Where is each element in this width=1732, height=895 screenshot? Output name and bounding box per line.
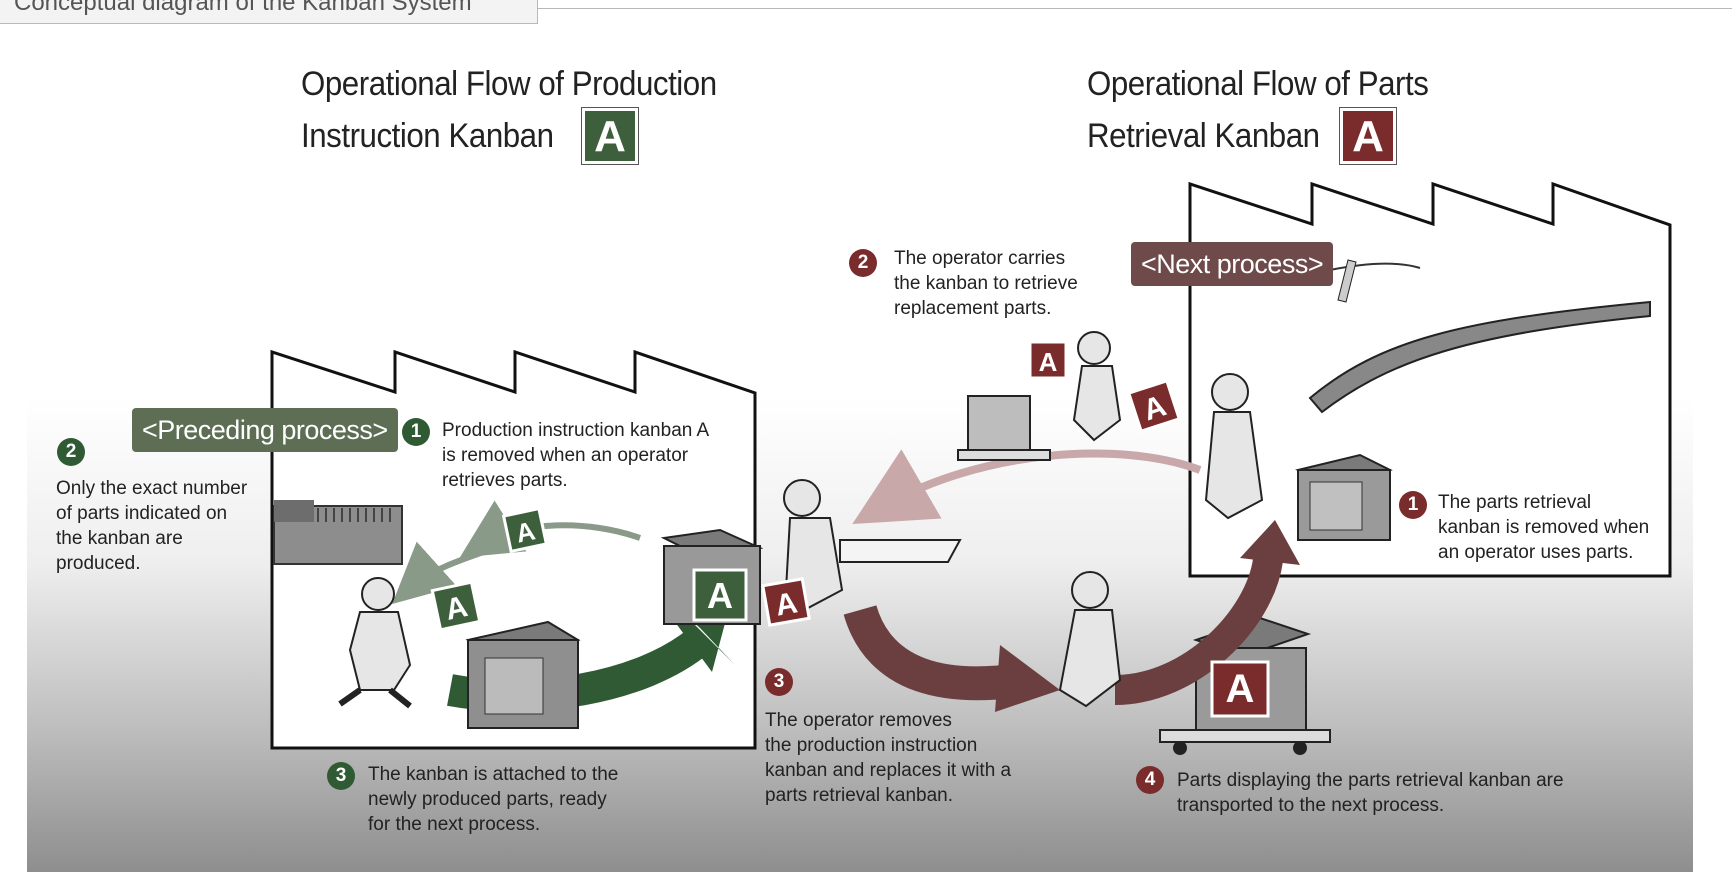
retrieval-kanban-badge: A [1340,108,1396,164]
retrieval-step-1-text: The parts retrieval kanban is removed wh… [1438,492,1650,563]
production-kanban-title: Operational Flow of Production Instructi… [301,65,717,155]
production-step-1-number: 1 [402,418,430,446]
retrieval-step-2-text: The operator carries the kanban to retri… [894,248,1078,319]
production-step-3-text: The kanban is attached to the newly prod… [368,764,619,835]
svg-text:A: A [707,575,733,616]
production-step-2-number: 2 [57,438,85,466]
preceding-process-label: <Preceding process> [132,408,398,452]
worker-cart [1058,571,1122,708]
next-process-label: <Next process> [1131,242,1334,286]
svg-text:A: A [1226,667,1255,711]
parts-crate-right [1295,453,1393,541]
retrieval-step-3-text: The operator removes the production inst… [765,710,1012,806]
production-machine [273,500,403,565]
worker-carrying [957,331,1122,461]
parts-crate-left [465,620,581,729]
retrieval-step-3-number: 3 [765,668,793,696]
worker-middle [783,479,962,610]
kanban-card-red-small: A A A [761,340,1182,627]
kanban-card-crate-red: A [1210,660,1270,718]
retrieval-kanban-title: Operational Flow of Parts Retrieval Kanb… [1087,65,1429,155]
retrieval-step-1-number: 1 [1399,491,1427,519]
retrieval-flow-arrow [843,449,1300,712]
retrieval-step-4-number: 4 [1136,766,1164,794]
production-step-3-number: 3 [327,762,355,790]
production-step-1-text: Production instruction kanban A is remov… [442,420,710,491]
worker-left [338,577,412,709]
diagram-tab[interactable]: Conceptual diagram of the Kanban System [0,0,538,24]
tab-divider [538,8,1732,9]
production-step-2-text: Only the exact number of parts indicated… [56,478,248,574]
kanban-card-crate-green: A [692,568,748,622]
retrieval-step-2-number: 2 [849,249,877,277]
production-kanban-badge: A [582,108,638,164]
kanban-card-green-small: A A [430,506,549,632]
svg-text:A: A [1039,347,1058,377]
diagram-tab-label: Conceptual diagram of the Kanban System [14,0,472,16]
retrieval-step-4-text: Parts displaying the parts retrieval kan… [1177,770,1564,816]
conveyor-belt [1308,259,1651,414]
worker-next [1204,373,1264,520]
